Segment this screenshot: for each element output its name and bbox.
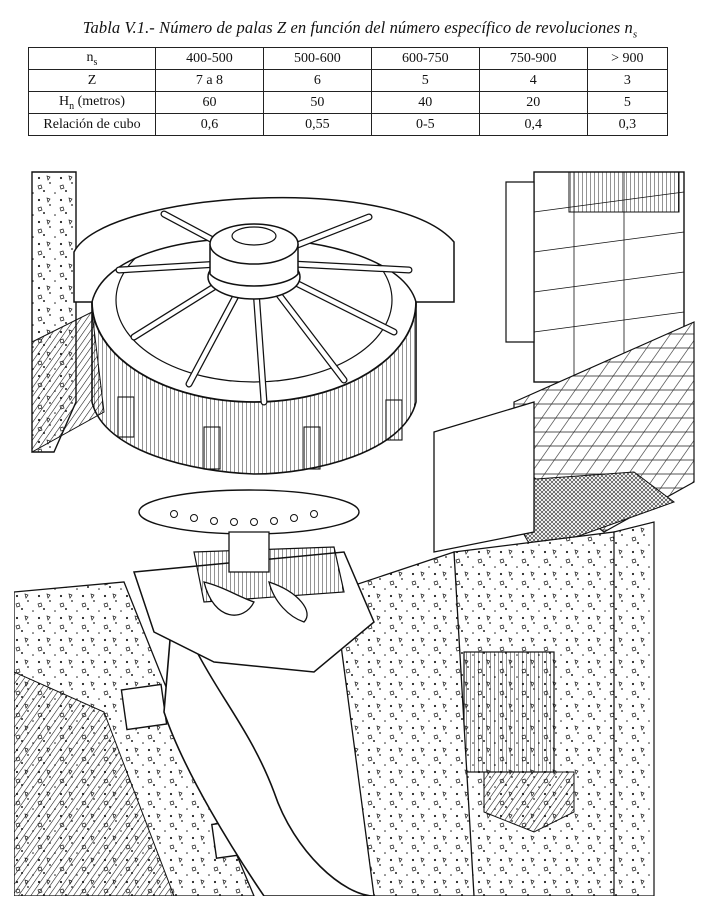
table-cell: 20 — [478, 91, 588, 114]
table-cell: 600-750 — [370, 47, 480, 70]
table-cell: 5 — [586, 91, 669, 114]
draft-tube — [163, 591, 375, 896]
table-cell: 3 — [586, 69, 669, 92]
gallery-opening-1 — [120, 683, 168, 731]
table-cell: 40 — [370, 91, 480, 114]
right-pillar — [613, 521, 655, 896]
table-cell: 500-600 — [262, 47, 372, 70]
turbine-cutaway-illustration — [14, 171, 695, 896]
table-cell: 0,55 — [262, 113, 372, 136]
caption-subscript: s — [632, 28, 638, 41]
table-cell: 4 — [478, 69, 588, 92]
row-label-ns: ns — [28, 47, 156, 70]
table-cell: 0,4 — [478, 113, 588, 136]
row-label-hub-ratio: Relación de cubo — [28, 113, 156, 136]
table-cell: 0-5 — [370, 113, 480, 136]
row-label-hn: Hn (metros) — [28, 91, 156, 114]
table-cell: 0,6 — [155, 113, 264, 136]
table-cell: 50 — [262, 91, 372, 114]
foundation-center — [333, 551, 475, 896]
right-column — [505, 181, 535, 343]
table-cell: 7 a 8 — [155, 69, 264, 92]
hub-cap — [231, 226, 277, 246]
table-cell: 60 — [155, 91, 264, 114]
stair-box — [463, 651, 555, 773]
table-row-hub-ratio: Relación de cubo 0,6 0,55 0-5 0,4 0,3 — [28, 113, 669, 136]
blade-number-table: ns 400-500 500-600 600-750 750-900 > 900… — [28, 47, 669, 136]
right-vent-grille — [568, 171, 680, 213]
table-cell: > 900 — [586, 47, 669, 70]
runner-blade-right — [268, 581, 308, 623]
right-lower-block — [433, 401, 535, 553]
shaft — [228, 531, 270, 573]
stairs — [483, 771, 575, 833]
table-caption: Tabla V.1.- Número de palas Z en función… — [0, 18, 720, 40]
bolt-holes — [170, 510, 318, 526]
runner-blade-left — [203, 581, 255, 616]
table-cell: 5 — [370, 69, 480, 92]
table-row-hn: Hn (metros) 60 50 40 20 5 — [28, 91, 669, 114]
table-cell: 0,3 — [586, 113, 669, 136]
caption-text: Tabla V.1.- Número de palas Z en función… — [82, 18, 633, 37]
table-header-row: ns 400-500 500-600 600-750 750-900 > 900 — [28, 47, 669, 70]
table-row-z: Z 7 a 8 6 5 4 3 — [28, 69, 669, 92]
table-cell: 6 — [262, 69, 372, 92]
table-cell: 750-900 — [478, 47, 588, 70]
row-label-z: Z — [28, 69, 156, 92]
foundation-hatch — [14, 671, 175, 896]
table-cell: 400-500 — [155, 47, 264, 70]
drum-brackets — [117, 396, 403, 470]
